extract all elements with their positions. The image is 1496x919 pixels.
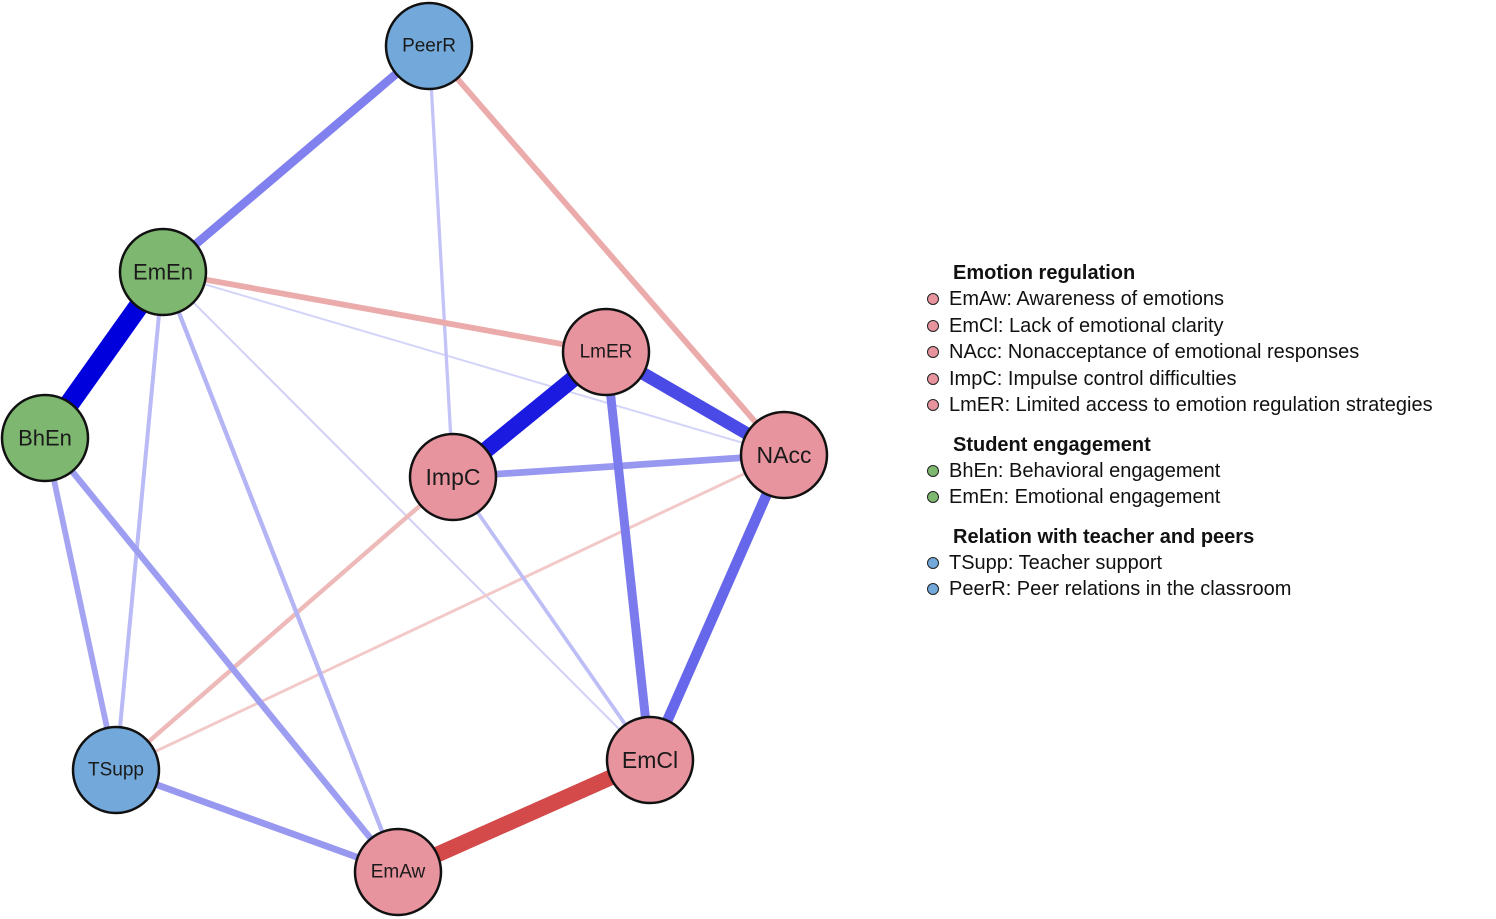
legend-item-label: EmCl: Lack of emotional clarity — [949, 314, 1224, 337]
node-label: TSupp — [88, 760, 144, 781]
legend-dot-icon — [927, 556, 939, 569]
edge-peerr-emen — [160, 42, 432, 276]
edge-peerr-nacc — [426, 44, 787, 457]
edge-lmer-emcl — [601, 351, 655, 761]
legend-item: EmAw: Awareness of emotions — [922, 286, 1496, 313]
edge-nacc-tsupp — [115, 453, 785, 772]
legend-item: EmCl: Lack of emotional clarity — [922, 313, 1496, 340]
edge-impc-emcl — [451, 475, 652, 762]
node-emaw: EmAw — [353, 827, 443, 917]
edge-nacc-emcl — [645, 452, 789, 763]
legend-item-label: NAcc: Nonacceptance of emotional respons… — [949, 341, 1360, 363]
legend-item: PeerR: Peer relations in the classroom — [922, 576, 1496, 603]
legend-dot-icon — [927, 346, 939, 359]
legend-item: EmEn: Emotional engagement — [922, 484, 1496, 511]
node-bhen: BhEn — [0, 393, 90, 483]
node-tsupp: TSupp — [71, 725, 161, 815]
node-label: EmEn — [133, 260, 193, 285]
node-emcl: EmCl — [605, 715, 695, 805]
legend-heading: Relation with teacher and peers — [953, 525, 1255, 548]
edge-emen-nacc — [162, 271, 785, 456]
node-peerr: PeerR — [384, 1, 474, 91]
legend-item-label: ImpC: Impulse control difficulties — [949, 367, 1237, 390]
node-label: EmAw — [371, 862, 426, 883]
edge-peerr-impc — [427, 45, 455, 478]
edge-emen-tsupp — [114, 271, 165, 771]
legend-item-label: LmER: Limited access to emotion regulati… — [949, 394, 1433, 416]
legend-item-label: TSupp: Teacher support — [949, 551, 1163, 574]
node-circle — [408, 432, 498, 522]
node-circle — [118, 227, 208, 317]
node-label: PeerR — [402, 36, 456, 57]
node-nacc: NAcc — [739, 410, 829, 500]
node-circle — [71, 725, 161, 815]
node-circle — [353, 827, 443, 917]
legend-dot-icon — [927, 293, 939, 306]
node-circle — [0, 393, 90, 483]
node-circle — [605, 715, 695, 805]
edge-bhen-emaw — [42, 436, 401, 874]
legend-item: ImpC: Impulse control difficulties — [922, 366, 1496, 393]
legend-group-student-engagement: Student engagement BhEn: Behavioral enga… — [922, 432, 1496, 511]
legend-item: BhEn: Behavioral engagement — [922, 458, 1496, 485]
legend-item-label: EmAw: Awareness of emotions — [949, 288, 1224, 310]
legend-dot-icon — [927, 399, 939, 412]
legend-item: LmER: Limited access to emotion regulati… — [922, 392, 1496, 419]
legend-item-label: EmEn: Emotional engagement — [949, 486, 1221, 508]
legend-item: TSupp: Teacher support — [922, 550, 1496, 577]
node-circle — [384, 1, 474, 91]
legend-dot-icon — [927, 372, 939, 385]
edge-bhen-tsupp — [42, 437, 119, 771]
edge-emcl-emaw — [394, 752, 654, 880]
legend-item-label: BhEn: Behavioral engagement — [949, 459, 1221, 482]
legend-item: NAcc: Nonacceptance of emotional respons… — [922, 339, 1496, 366]
legend-dot-icon — [927, 464, 939, 477]
node-label: BhEn — [18, 426, 72, 451]
legend: Emotion regulation EmAw: Awareness of em… — [922, 260, 1496, 616]
legend-group-emotion-regulation: Emotion regulation EmAw: Awareness of em… — [922, 260, 1496, 419]
edges-layer — [36, 42, 789, 880]
legend-dot-icon — [927, 319, 939, 332]
node-label: LmER — [580, 342, 633, 363]
node-circle — [739, 410, 829, 500]
node-circle — [561, 307, 651, 397]
node-impc: ImpC — [408, 432, 498, 522]
node-lmer: LmER — [561, 307, 651, 397]
edge-emen-emaw — [160, 271, 401, 873]
node-label: EmCl — [622, 747, 678, 773]
node-label: NAcc — [757, 442, 812, 468]
legend-heading: Emotion regulation — [953, 262, 1136, 284]
legend-group-teacher-peers: Relation with teacher and peers TSupp: T… — [922, 524, 1496, 603]
legend-dot-icon — [927, 583, 939, 596]
legend-item-label: PeerR: Peer relations in the classroom — [949, 578, 1292, 600]
edge-emen-lmer — [162, 269, 607, 355]
edge-impc-tsupp — [114, 475, 455, 772]
legend-heading: Student engagement — [953, 433, 1151, 456]
node-label: ImpC — [426, 464, 481, 490]
node-emen: EmEn — [118, 227, 208, 317]
edge-tsupp-emaw — [114, 766, 400, 876]
legend-dot-icon — [927, 491, 939, 504]
